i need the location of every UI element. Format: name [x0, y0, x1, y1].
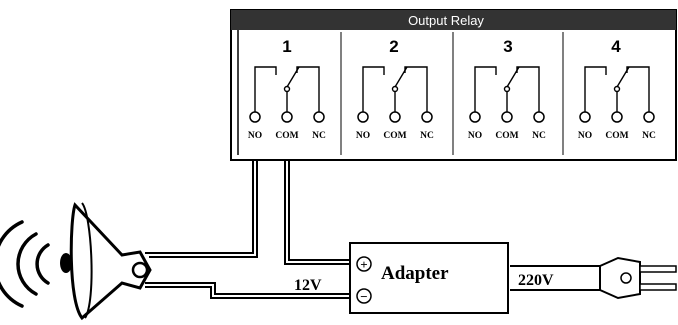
relay-switch-symbol — [362, 66, 428, 112]
terminal-screw — [249, 111, 261, 123]
terminal-label-nc: NC — [642, 131, 656, 141]
wire-horn-to-adapter-minus — [145, 282, 352, 295]
adapter-plus-terminal — [356, 256, 372, 272]
minus-symbol: − — [360, 289, 367, 304]
plug-icon — [599, 256, 677, 300]
terminal-screw — [281, 111, 293, 123]
terminal-label-no: NO — [356, 131, 370, 141]
terminal-screw — [643, 111, 655, 123]
relay-board-title: Output Relay — [408, 13, 484, 28]
terminal-label-com: COM — [495, 131, 518, 141]
adapter-minus-terminal — [356, 288, 372, 304]
terminal-label-nc: NC — [420, 131, 434, 141]
sound-waves-icon — [0, 220, 50, 308]
relay-channel-1: 1 NO COM NC — [248, 37, 326, 141]
terminal-screw — [533, 111, 545, 123]
terminal-label-no: NO — [468, 131, 482, 141]
plus-symbol: + — [360, 257, 367, 272]
terminal-label-com: COM — [275, 131, 298, 141]
terminal-screw — [579, 111, 591, 123]
terminal-screw — [357, 111, 369, 123]
channel-number: 3 — [503, 37, 512, 56]
terminal-screw — [389, 111, 401, 123]
terminal-label-nc: NC — [532, 131, 546, 141]
wire-com-to-adapter-plus — [284, 160, 352, 265]
terminal-label-com: COM — [605, 131, 628, 141]
horn-icon — [60, 202, 152, 321]
adapter-label: Adapter — [381, 263, 449, 284]
terminal-screw — [611, 111, 623, 123]
terminal-label-no: NO — [248, 131, 262, 141]
wire-no-to-horn-inner — [149, 160, 258, 258]
relay-board-header — [231, 10, 676, 30]
channel-number: 4 — [611, 37, 621, 56]
terminal-screw — [501, 111, 513, 123]
terminal-label-nc: NC — [312, 131, 326, 141]
wiring — [145, 160, 610, 299]
relay-channel-4: 4 NO COM NC — [578, 37, 656, 141]
input-voltage-label: 220V — [518, 272, 554, 289]
relay-channel-2: 2 NO COM NC — [356, 37, 434, 141]
relay-board: Output Relay — [230, 9, 677, 161]
terminal-screw — [313, 111, 325, 123]
relay-switch-symbol — [474, 66, 540, 112]
channel-number: 2 — [389, 37, 398, 56]
channel-number: 1 — [282, 37, 291, 56]
adapter-box — [349, 242, 509, 314]
relay-switch-symbol — [254, 66, 320, 112]
terminal-label-com: COM — [383, 131, 406, 141]
wire-horn-to-adapter-minus-inner — [145, 286, 352, 299]
terminal-screw — [421, 111, 433, 123]
wire-com-to-adapter-plus-inner — [288, 160, 352, 261]
relay-switch-symbol — [584, 66, 650, 112]
adapter: + − Adapter — [349, 242, 509, 314]
terminal-screw — [469, 111, 481, 123]
wire-no-to-horn — [145, 160, 254, 254]
output-voltage-label: 12V — [294, 277, 322, 294]
relay-channel-3: 3 NO COM NC — [468, 37, 546, 141]
terminal-label-no: NO — [578, 131, 592, 141]
